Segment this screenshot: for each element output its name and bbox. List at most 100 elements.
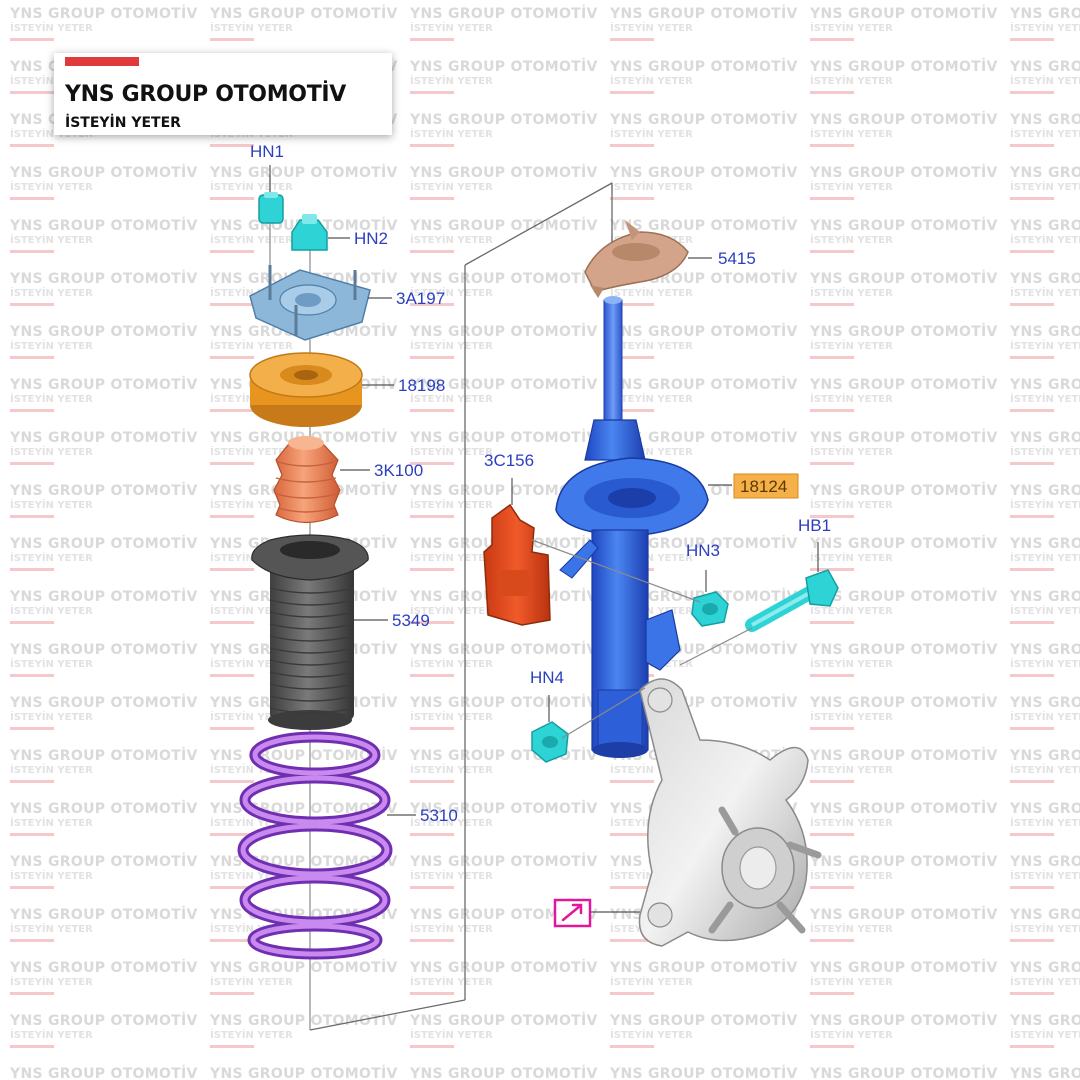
watermark-subtext: İSTEYİN YETER bbox=[610, 182, 693, 193]
watermark-text: YNS GROUP OTOMOTİV bbox=[610, 1013, 798, 1029]
watermark-bar bbox=[610, 409, 654, 412]
watermark-subtext: İSTEYİN YETER bbox=[810, 288, 893, 299]
watermark-subtext: İSTEYİN YETER bbox=[210, 500, 293, 511]
watermark-text: YNS GROUP OTOMOTİV bbox=[610, 6, 798, 22]
watermark-bar bbox=[210, 303, 254, 306]
watermark-bar bbox=[1010, 674, 1054, 677]
watermark-subtext: İSTEYİN YETER bbox=[10, 871, 93, 882]
watermark-text: YNS GROUP OTOMOTİV bbox=[1010, 377, 1080, 393]
watermark-subtext: İSTEYİN YETER bbox=[1010, 765, 1080, 776]
watermark-subtext: İSTEYİN YETER bbox=[210, 341, 293, 352]
label-5310: 5310 bbox=[420, 806, 458, 825]
watermark-subtext: İSTEYİN YETER bbox=[410, 553, 493, 564]
watermark-bar bbox=[1010, 1045, 1054, 1048]
watermark-subtext: İSTEYİN YETER bbox=[1010, 553, 1080, 564]
watermark-text: YNS GROUP OTOMOTİV bbox=[10, 536, 198, 552]
watermark-bar bbox=[410, 621, 454, 624]
strut-assembly-18124 bbox=[555, 296, 709, 758]
watermark-subtext: İSTEYİN YETER bbox=[1010, 235, 1080, 246]
label-hn3: HN3 bbox=[686, 541, 720, 560]
watermark-subtext: İSTEYİN YETER bbox=[10, 341, 93, 352]
watermark-text: YNS GROUP OTOMOTİV bbox=[1010, 854, 1080, 870]
label-18198: 18198 bbox=[398, 376, 445, 395]
watermark-subtext: İSTEYİN YETER bbox=[10, 1030, 93, 1041]
watermark-bar bbox=[1010, 939, 1054, 942]
watermark-bar bbox=[1010, 886, 1054, 889]
watermark-bar bbox=[810, 409, 854, 412]
watermark-subtext: İSTEYİN YETER bbox=[810, 394, 893, 405]
watermark-bar bbox=[410, 409, 454, 412]
watermark-bar bbox=[210, 992, 254, 995]
nut-hn4 bbox=[531, 721, 569, 763]
watermark-bar bbox=[10, 939, 54, 942]
highlight-tag-18124 bbox=[733, 473, 799, 499]
watermark-bar bbox=[610, 38, 654, 41]
watermark-text: YNS GROUP OTOMOTİV bbox=[1010, 748, 1080, 764]
watermark-text: YNS GROUP OTOMOTİV bbox=[1010, 430, 1080, 446]
watermark-subtext: İSTEYİN YETER bbox=[210, 977, 293, 988]
label-5349: 5349 bbox=[392, 611, 430, 630]
watermark-bar bbox=[210, 621, 254, 624]
watermark-subtext: İSTEYİN YETER bbox=[610, 447, 693, 458]
watermark-bar bbox=[810, 833, 854, 836]
watermark-subtext: İSTEYİN YETER bbox=[1010, 76, 1080, 87]
watermark-subtext: İSTEYİN YETER bbox=[210, 288, 293, 299]
watermark-bar bbox=[410, 515, 454, 518]
watermark-text: YNS GROUP OTOMOTİV bbox=[210, 6, 398, 22]
watermark-text: YNS GROUP OTOMOTİV bbox=[1010, 165, 1080, 181]
label-5415: 5415 bbox=[718, 249, 756, 268]
watermark-subtext: İSTEYİN YETER bbox=[610, 1030, 693, 1041]
watermark-bar bbox=[10, 356, 54, 359]
watermark-text: YNS GROUP OTOMOTİV bbox=[1010, 907, 1080, 923]
watermark-subtext: İSTEYİN YETER bbox=[1010, 394, 1080, 405]
watermark-text: YNS GROUP OTOMOTİV bbox=[1010, 642, 1080, 658]
leader-lines bbox=[269, 165, 819, 913]
watermark-bar bbox=[10, 462, 54, 465]
label-3k100: 3K100 bbox=[374, 461, 423, 480]
watermark-text: YNS GROUP OTOMOTİV bbox=[10, 324, 198, 340]
watermark-subtext: İSTEYİN YETER bbox=[210, 235, 293, 246]
watermark-subtext: İSTEYİN YETER bbox=[10, 765, 93, 776]
watermark-text: YNS GROUP OTOMOTİV bbox=[210, 1013, 398, 1029]
watermark-subtext: İSTEYİN YETER bbox=[1010, 712, 1080, 723]
brand-accent-bar bbox=[65, 57, 139, 66]
watermark-text: YNS GROUP OTOMOTİV bbox=[10, 748, 198, 764]
watermark-bar bbox=[810, 303, 854, 306]
nut-hn2 bbox=[291, 214, 328, 251]
watermark-text: YNS GROUP OTOMOTİV bbox=[210, 960, 398, 976]
watermark-subtext: İSTEYİN YETER bbox=[410, 182, 493, 193]
watermark-subtext: İSTEYİN YETER bbox=[10, 712, 93, 723]
watermark-bar bbox=[610, 144, 654, 147]
watermark-text: YNS GROUP OTOMOTİV bbox=[410, 59, 598, 75]
watermark-text: YNS GROUP OTOMOTİV bbox=[610, 960, 798, 976]
watermark-subtext: İSTEYİN YETER bbox=[210, 447, 293, 458]
reference-link-icon[interactable] bbox=[553, 898, 592, 928]
watermark-text: YNS GROUP OTOMOTİV bbox=[810, 483, 998, 499]
watermark-text: YNS GROUP OTOMOTİV bbox=[410, 112, 598, 128]
watermark-subtext: İSTEYİN YETER bbox=[610, 76, 693, 87]
watermark-subtext: İSTEYİN YETER bbox=[10, 924, 93, 935]
watermark-text: YNS GROUP OTOMOTİV bbox=[1010, 6, 1080, 22]
